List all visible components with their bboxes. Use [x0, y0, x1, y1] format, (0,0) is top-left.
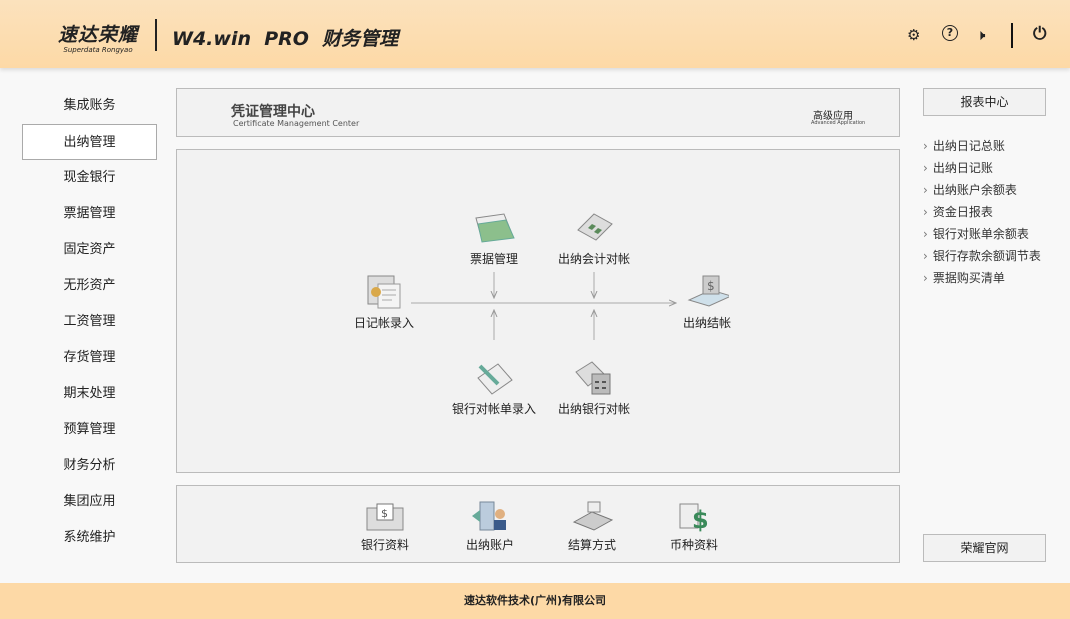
bank-info-button[interactable]: $ 银行资料	[361, 500, 409, 553]
sidebar-item-fixed-assets[interactable]: 固定资产	[63, 242, 116, 257]
link-label: 出纳账户余额表	[932, 183, 1017, 197]
power-icon[interactable]: ⏻	[1033, 24, 1047, 44]
ledger-icon: $	[685, 272, 729, 310]
chevron-right-icon: ›	[923, 183, 928, 197]
chevron-right-icon: ›	[923, 161, 928, 175]
journal-icon	[362, 272, 406, 310]
report-link-daily-funds[interactable]: › 资金日报表	[923, 203, 993, 220]
cashier-accounting-reconcile-node[interactable]: 出纳会计对帐	[558, 208, 630, 267]
divider	[155, 19, 157, 51]
bank-statement-entry-node[interactable]: 银行对帐单录入	[452, 358, 536, 417]
link-label: 出纳日记账	[932, 161, 993, 175]
link-label: 出纳日记总账	[932, 139, 1005, 153]
sidebar-item-intangible-assets[interactable]: 无形资产	[63, 278, 116, 293]
user-door-icon	[468, 500, 512, 532]
node-label: 出纳会计对帐	[557, 252, 631, 266]
sidebar-item-integrated-accounting[interactable]: 集成账务	[63, 98, 116, 113]
chevron-right-icon: ›	[923, 205, 928, 219]
node-label: 出纳结帐	[682, 316, 732, 330]
logo-text: 速达荣耀	[58, 24, 139, 46]
button-label: 币种资料	[669, 538, 719, 552]
report-link-bill-purchase[interactable]: › 票据购买清单	[923, 269, 1005, 286]
website-button[interactable]: 荣耀官网	[923, 534, 1046, 562]
button-label: 结算方式	[567, 538, 617, 552]
logo: 速达荣耀 Superdata Rongyao	[58, 20, 138, 54]
footer: 速达软件技术(广州)有限公司	[0, 583, 1070, 619]
svg-text:$: $	[381, 507, 388, 520]
banner-title: 凭证管理中心	[231, 104, 315, 120]
sidebar-item-inventory[interactable]: 存货管理	[63, 350, 116, 365]
header: 速达荣耀 Superdata Rongyao W4.win PRO 财务管理 ⚙…	[0, 0, 1070, 68]
banner-subtitle: Certificate Management Center	[233, 119, 360, 128]
help-icon[interactable]: ?	[942, 25, 958, 41]
report-link-reconciliation[interactable]: › 银行存款余额调节表	[923, 247, 1041, 264]
sidebar-item-bills[interactable]: 票据管理	[63, 206, 116, 221]
journal-entry-node[interactable]: 日记帐录入	[354, 272, 414, 331]
report-link-cashier-journal[interactable]: › 出纳日记账	[923, 159, 993, 176]
cashier-bank-reconcile-node[interactable]: 出纳银行对帐	[558, 358, 630, 417]
notebook-pen-icon	[472, 358, 516, 396]
link-label: 银行存款余额调节表	[932, 249, 1041, 263]
sidebar-item-analysis[interactable]: 财务分析	[63, 458, 116, 473]
bills-icon	[472, 208, 516, 246]
report-link-account-balance[interactable]: › 出纳账户余额表	[923, 181, 1017, 198]
calculator-icon	[572, 208, 616, 246]
advanced-app-subtitle: Advanced Application	[811, 120, 866, 126]
button-label: 银行资料	[360, 538, 410, 552]
closing-node[interactable]: $ 出纳结帐	[683, 272, 731, 331]
divider	[1011, 23, 1013, 48]
chevron-right-icon: ›	[923, 249, 928, 263]
cashier-account-button[interactable]: 出纳账户	[466, 500, 514, 553]
sidebar-item-cash-bank[interactable]: 现金银行	[63, 170, 116, 185]
link-label: 资金日报表	[932, 205, 993, 219]
sidebar-item-cashier[interactable]: 出纳管理	[22, 124, 157, 160]
svg-text:$: $	[692, 506, 709, 532]
currency-icon: $	[672, 500, 716, 532]
speaker-icon[interactable]: 🕨	[976, 26, 986, 44]
sidebar-item-period-end[interactable]: 期末处理	[63, 386, 116, 401]
cash-register-icon	[570, 500, 614, 532]
node-label: 出纳银行对帐	[557, 402, 631, 416]
link-label: 银行对账单余额表	[932, 227, 1029, 241]
node-label: 银行对帐单录入	[451, 402, 537, 416]
chevron-right-icon: ›	[923, 271, 928, 285]
svg-text:$: $	[707, 279, 715, 293]
sidebar-item-system[interactable]: 系统维护	[63, 530, 116, 545]
button-label: 出纳账户	[465, 538, 515, 552]
flow-arrows	[411, 272, 901, 340]
banner: 凭证管理中心 Certificate Management Center 高级应…	[176, 88, 900, 137]
bank-icon: $	[363, 500, 407, 532]
calculator-doc-icon	[572, 358, 616, 396]
sidebar: 集成账务 出纳管理 现金银行 票据管理 固定资产 无形资产 工资管理 存货管理 …	[22, 88, 157, 556]
basic-data-panel: $ 银行资料 出纳账户 结算方式 $ 币种资料	[176, 485, 900, 563]
report-link-cashier-general-ledger[interactable]: › 出纳日记总账	[923, 137, 1005, 154]
logo-subtext: Superdata Rongyao	[63, 46, 133, 54]
sidebar-item-payroll[interactable]: 工资管理	[63, 314, 116, 329]
gear-icon[interactable]: ⚙	[907, 26, 921, 44]
link-label: 票据购买清单	[932, 271, 1005, 285]
app-title: W4.win PRO 财务管理	[172, 28, 399, 50]
settlement-method-button[interactable]: 结算方式	[568, 500, 616, 553]
node-label: 票据管理	[469, 252, 519, 266]
report-center-button[interactable]: 报表中心	[923, 88, 1046, 116]
bills-node[interactable]: 票据管理	[470, 208, 518, 267]
report-link-bank-statement-balance[interactable]: › 银行对账单余额表	[923, 225, 1029, 242]
sidebar-item-group[interactable]: 集团应用	[63, 494, 116, 509]
advanced-app-link[interactable]: 高级应用	[813, 111, 853, 122]
chevron-right-icon: ›	[923, 139, 928, 153]
chevron-right-icon: ›	[923, 227, 928, 241]
node-label: 日记帐录入	[353, 316, 415, 330]
sidebar-item-budget[interactable]: 预算管理	[63, 422, 116, 437]
flow-panel: 日记帐录入 票据管理 出纳会计对帐 $ 出纳结帐 银行对帐单录入 出纳银行对帐	[176, 149, 900, 473]
currency-info-button[interactable]: $ 币种资料	[670, 500, 718, 553]
